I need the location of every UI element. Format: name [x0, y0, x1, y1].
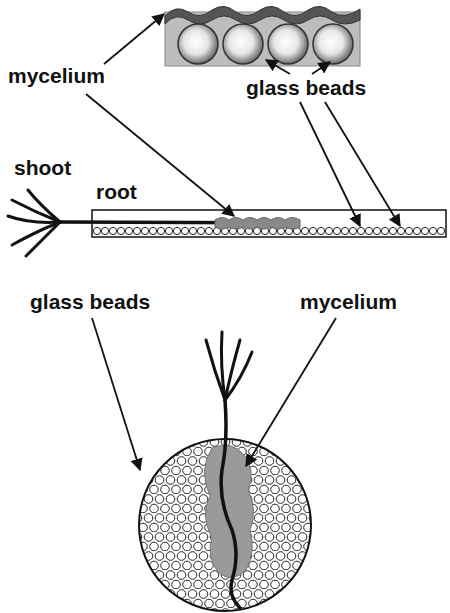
glass-bead — [301, 227, 308, 234]
glass-bead — [325, 227, 332, 234]
glass-bead — [205, 227, 212, 234]
glass-bead — [365, 227, 372, 234]
leader-arrow — [246, 318, 336, 466]
mycelium-patch — [215, 218, 300, 230]
glass-bead — [317, 227, 324, 234]
glass-bead — [197, 227, 204, 234]
glass-bead — [437, 227, 444, 234]
glass-bead — [429, 227, 436, 234]
inset-detail — [165, 6, 360, 66]
glass-bead — [133, 227, 140, 234]
leader-lines — [86, 14, 400, 470]
shoot-branch — [28, 190, 60, 222]
glass-bead — [389, 227, 396, 234]
glass-bead — [223, 24, 263, 64]
glass-bead — [125, 227, 132, 234]
glass-bead — [165, 227, 172, 234]
shoot-branch — [8, 216, 60, 222]
glass-bead — [413, 227, 420, 234]
glass-bead — [333, 227, 340, 234]
shoot-branch — [225, 352, 252, 400]
glass-bead — [341, 227, 348, 234]
leader-arrow — [92, 318, 140, 470]
leader-arrow — [300, 102, 360, 226]
part-label: glass beads — [30, 290, 150, 313]
glass-bead — [101, 227, 108, 234]
glass-bead — [189, 227, 196, 234]
glass-bead — [313, 24, 353, 64]
glass-bead — [373, 227, 380, 234]
dish-rim — [139, 439, 311, 611]
leader-arrow — [312, 62, 330, 74]
shoot-branch — [221, 332, 225, 400]
glass-bead — [309, 227, 316, 234]
part-label: root — [96, 180, 137, 203]
glass-bead — [357, 227, 364, 234]
shoot-branch — [12, 222, 60, 245]
part-label: mycelium — [300, 290, 397, 313]
glass-bead — [397, 227, 404, 234]
shoot — [206, 332, 252, 400]
part-label: mycelium — [8, 64, 105, 87]
part-label: shoot — [14, 156, 71, 179]
shoot — [8, 190, 60, 256]
part-label: glass beads — [246, 76, 366, 99]
glass-bead — [149, 227, 156, 234]
shoot-branch — [26, 222, 60, 256]
root — [221, 400, 240, 608]
leader-arrow — [86, 94, 234, 216]
glass-bead — [141, 227, 148, 234]
glass-bead — [421, 227, 428, 234]
glass-bead — [173, 227, 180, 234]
tube-setup — [8, 190, 446, 256]
glass-bead — [405, 227, 412, 234]
leader-arrow — [266, 60, 290, 74]
glass-bead — [93, 227, 100, 234]
leader-arrow — [325, 102, 400, 226]
glass-bead — [109, 227, 116, 234]
glass-bead — [181, 227, 188, 234]
glass-bead — [381, 227, 388, 234]
glass-bead — [178, 24, 218, 64]
leader-arrow — [104, 14, 164, 64]
glass-bead — [268, 24, 308, 64]
mycelium-layer — [165, 6, 360, 24]
glass-bead — [117, 227, 124, 234]
bead-bed — [139, 439, 311, 611]
glass-bead — [157, 227, 164, 234]
glass-bead — [349, 227, 356, 234]
bead-dish — [139, 332, 311, 611]
